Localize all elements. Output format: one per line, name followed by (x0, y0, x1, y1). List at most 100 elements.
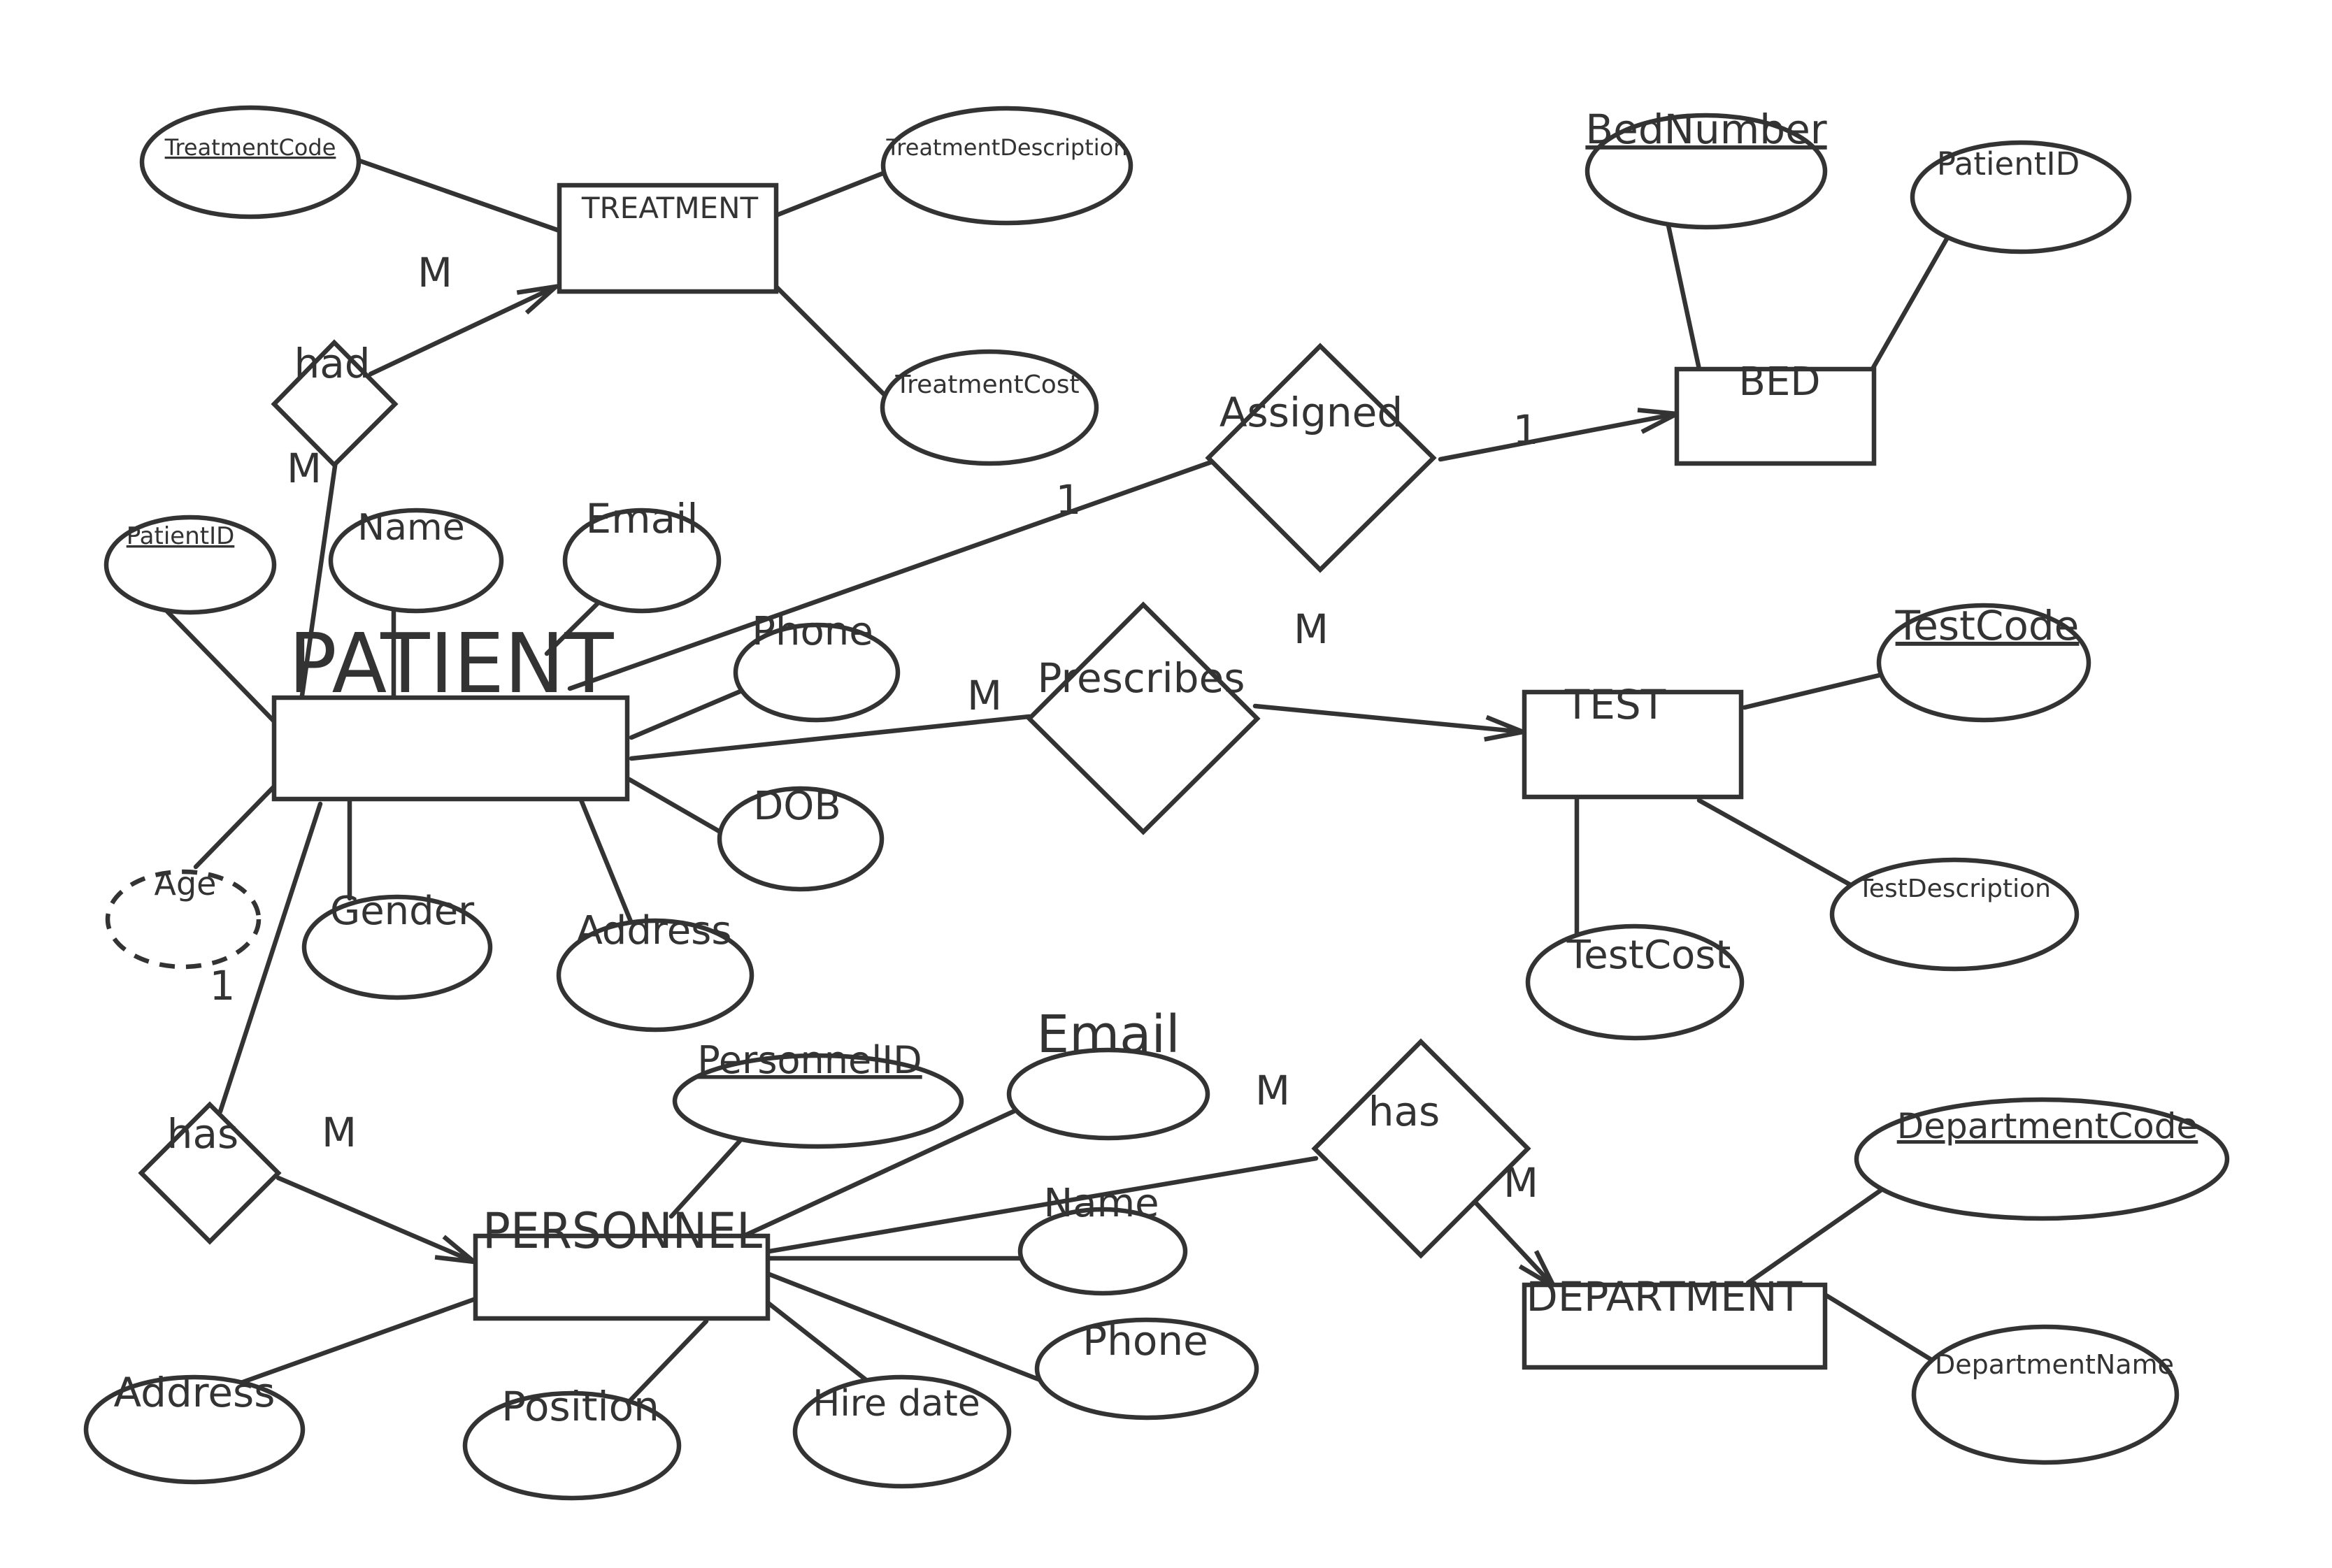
attribute-testcode-label: TestCode (1895, 602, 2080, 649)
line-patient-phone (629, 686, 750, 740)
attribute-treatmentdescription[interactable]: TreatmentDescription (880, 106, 1133, 226)
attribute-patient-dob[interactable]: DOB (717, 784, 885, 892)
attribute-personnel-email[interactable]: Email (1006, 1005, 1210, 1141)
entity-test[interactable]: TEST (1522, 681, 1744, 800)
attribute-patient-dob-label: DOB (753, 784, 841, 829)
attribute-personnel-position[interactable]: Position (462, 1383, 682, 1501)
attribute-departmentcode-label: DepartmentCode (1897, 1106, 2198, 1146)
attribute-personnel-name-label: Name (1043, 1181, 1159, 1226)
line-treatmentcode (347, 154, 562, 233)
attribute-patient-address-label: Address (575, 908, 731, 954)
line-treatmentdescription (770, 168, 891, 220)
attribute-treatmentdescription-label: TreatmentDescription (885, 134, 1127, 161)
attribute-patient-age[interactable]: Age (105, 865, 262, 970)
attribute-treatmentcost[interactable]: TreatmentCost (880, 349, 1099, 466)
relationship-assigned[interactable]: Assigned (1205, 343, 1437, 573)
attribute-patient-address[interactable]: Address (556, 908, 754, 1033)
line-personnel-phone (765, 1271, 1045, 1383)
attribute-personnelid-label: PersonnelID (697, 1038, 922, 1082)
attribute-departmentname[interactable]: DepartmentName (1911, 1324, 2180, 1465)
relationship-has-department-label: has (1368, 1088, 1440, 1135)
attribute-testdescription[interactable]: TestDescription (1829, 857, 2080, 972)
attribute-treatmentcode-label: TreatmentCode (164, 134, 336, 161)
relationship-has-department[interactable]: has (1311, 1038, 1531, 1259)
line-bed-patientid (1866, 235, 1950, 379)
line-hasdept-department (1473, 1200, 1554, 1286)
line-assigned-bed (1438, 414, 1677, 462)
line-patient-dob (627, 777, 723, 835)
attribute-personnel-phone[interactable]: Phone (1034, 1317, 1259, 1420)
attribute-patient-name-label: Name (357, 507, 464, 549)
attribute-patient-phone-label: Phone (752, 609, 873, 654)
line-personnel-position (620, 1318, 709, 1411)
cardinality-labels: M M 1 1 M M 1 M M M (210, 249, 1539, 1207)
entity-personnel[interactable]: PERSONNEL (473, 1202, 771, 1321)
relationship-has-personnel-label: has (167, 1110, 239, 1158)
attribute-patientid[interactable]: PatientID (103, 515, 277, 615)
attribute-personnel-address[interactable]: Address (83, 1369, 306, 1485)
line-testcode (1742, 670, 1891, 710)
attribute-personnelid[interactable]: PersonnelID (672, 1038, 964, 1149)
line-testdescription (1696, 798, 1852, 887)
attribute-patient-age-label: Age (155, 865, 217, 902)
attribute-patient-phone[interactable]: Phone (733, 609, 901, 723)
entity-bed[interactable]: BED (1674, 359, 1877, 466)
line-had-treatment (368, 287, 556, 377)
attribute-patient-email[interactable]: Email (562, 495, 722, 614)
attribute-personnel-hiredate[interactable]: Hire date (792, 1374, 1012, 1489)
cardinality-hasdept-department: M (1503, 1159, 1538, 1207)
attribute-personnel-phone-label: Phone (1082, 1317, 1208, 1365)
entity-personnel-label: PERSONNEL (482, 1202, 762, 1260)
entity-bed-label: BED (1739, 359, 1821, 405)
cardinality-prescribes-patient: M (967, 672, 1002, 719)
line-personnel-email (735, 1105, 1024, 1242)
relationship-had[interactable]: had (271, 339, 399, 468)
attribute-personnel-position-label: Position (501, 1383, 659, 1430)
attribute-patient-name[interactable]: Name (328, 507, 504, 614)
attribute-personnel-email-label: Email (1036, 1005, 1180, 1065)
attribute-patient-email-label: Email (586, 495, 699, 542)
relationship-prescribes-label: Prescribes (1038, 654, 1245, 702)
entity-patient-label: PATIENT (289, 615, 615, 712)
line-personnelid (668, 1138, 743, 1219)
line-treatmentcost (773, 284, 892, 403)
attribute-personnel-name[interactable]: Name (1017, 1181, 1188, 1296)
line-has-patient (217, 801, 323, 1114)
attribute-personnel-address-label: Address (114, 1369, 276, 1416)
relationship-prescribes[interactable]: Prescribes (1026, 601, 1261, 835)
relationship-has-personnel[interactable]: has (138, 1101, 282, 1245)
attribute-testdescription-label: TestDescription (1857, 875, 2051, 903)
line-patient-age (193, 784, 277, 870)
line-patientid (155, 598, 279, 726)
entity-department[interactable]: DEPARTMENT (1522, 1273, 1828, 1370)
attribute-testcode[interactable]: TestCode (1876, 602, 2091, 723)
entity-patient[interactable]: PATIENT (271, 615, 630, 802)
attribute-testcost-label: TestCost (1566, 933, 1731, 978)
attribute-treatmentcost-label: TreatmentCost (894, 371, 1079, 399)
attribute-bednumber-label: BedNumber (1585, 106, 1826, 153)
line-assigned-patient (567, 459, 1216, 691)
attribute-treatmentcode[interactable]: TreatmentCode (139, 105, 362, 220)
attribute-bed-patientid-label: PatientID (1937, 145, 2080, 182)
line-prescribes-patient (629, 714, 1032, 761)
line-bednumber (1665, 220, 1702, 372)
cardinality-has-personnel: M (322, 1109, 357, 1156)
entity-treatment[interactable]: TREATMENT (557, 182, 779, 294)
connector-lines (155, 154, 1950, 1411)
line-patient-address (578, 796, 634, 924)
cardinality-prescribes-test: M (1294, 605, 1329, 653)
attribute-bednumber[interactable]: BedNumber (1585, 106, 1828, 230)
line-hasdept-personnel (766, 1156, 1319, 1254)
attribute-departmentcode[interactable]: DepartmentCode (1854, 1097, 2230, 1221)
attribute-patientid-label: PatientID (127, 522, 235, 550)
attribute-bed-patientid[interactable]: PatientID (1910, 140, 2132, 254)
cardinality-had-treatment: M (417, 249, 452, 296)
line-departmentname (1822, 1292, 1934, 1362)
attribute-patient-gender[interactable]: Gender (301, 889, 493, 1000)
attribute-testcost[interactable]: TestCost (1525, 923, 1745, 1041)
entity-department-label: DEPARTMENT (1526, 1273, 1803, 1321)
entity-treatment-label: TREATMENT (581, 191, 759, 225)
cardinality-assigned-patient: 1 (1056, 476, 1082, 524)
line-departmentcode (1745, 1175, 1901, 1286)
attribute-departmentname-label: DepartmentName (1935, 1349, 2174, 1380)
